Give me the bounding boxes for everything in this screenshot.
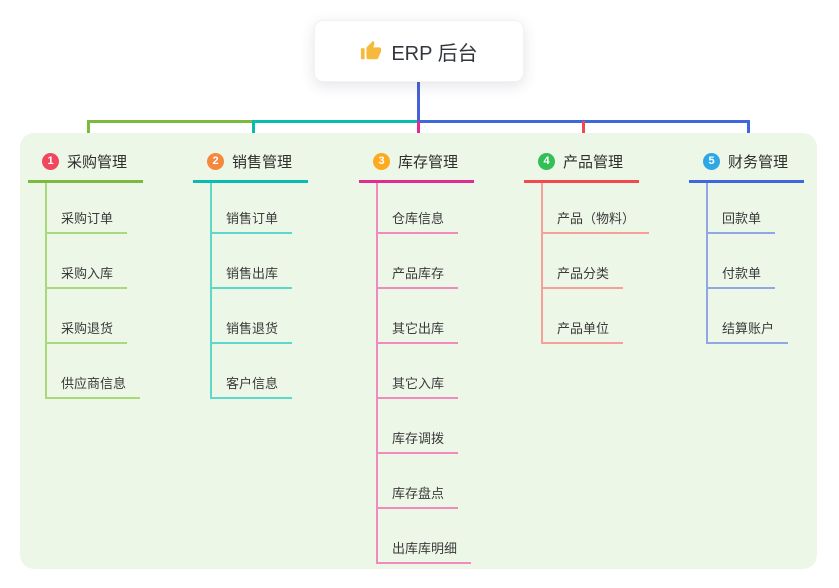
branch-number-badge: 3 — [373, 153, 390, 170]
child-node-label: 库存盘点 — [392, 486, 445, 501]
child-node[interactable]: 采购退货 — [47, 289, 128, 344]
branch-number-badge: 2 — [207, 153, 224, 170]
branch-children: 产品（物料） 产品分类产品单位 — [541, 183, 650, 344]
child-node[interactable]: 产品单位 — [543, 289, 624, 344]
root-node-label: ERP 后台 — [391, 42, 478, 65]
child-node[interactable]: 库存盘点 — [378, 454, 459, 509]
child-node[interactable]: 产品库存 — [378, 234, 459, 289]
child-node-label: 结算账户 — [722, 321, 775, 336]
child-node[interactable]: 供应商信息 — [47, 344, 141, 399]
branch-label: 库存管理 — [398, 154, 459, 171]
branch: 2 销售管理 销售订单销售出库销售退货客户信息 — [193, 147, 308, 399]
child-node-label: 销售出库 — [226, 266, 279, 281]
child-node-label: 回款单 — [722, 211, 762, 226]
branch-number-badge: 4 — [538, 153, 555, 170]
child-node[interactable]: 销售出库 — [212, 234, 293, 289]
branch: 4 产品管理 产品（物料） 产品分类产品单位 — [524, 147, 650, 344]
branch: 5 财务管理 回款单付款单结算账户 — [689, 147, 804, 344]
branch-label: 产品管理 — [563, 154, 624, 171]
child-node[interactable]: 出库库明细 — [378, 509, 472, 564]
branch-label: 销售管理 — [232, 154, 293, 171]
child-node[interactable]: 产品分类 — [543, 234, 624, 289]
child-node[interactable]: 其它出库 — [378, 289, 459, 344]
branch-header[interactable]: 3 库存管理 — [359, 147, 474, 183]
child-node[interactable]: 仓库信息 — [378, 183, 459, 234]
child-node[interactable]: 回款单 — [708, 183, 776, 234]
child-node-label: 库存调拨 — [392, 431, 445, 446]
branch-header[interactable]: 4 产品管理 — [524, 147, 639, 183]
branch-number-badge: 5 — [703, 153, 720, 170]
thumbs-up-icon — [361, 40, 382, 60]
branch-children: 销售订单销售出库销售退货客户信息 — [210, 183, 293, 399]
child-node-label: 采购退货 — [61, 321, 114, 336]
child-node[interactable]: 采购入库 — [47, 234, 128, 289]
child-node-label: 产品分类 — [557, 266, 610, 281]
child-node[interactable]: 销售订单 — [212, 183, 293, 234]
child-node[interactable]: 付款单 — [708, 234, 776, 289]
child-node-label: 供应商信息 — [61, 376, 127, 391]
child-node-label: 客户信息 — [226, 376, 279, 391]
child-node[interactable]: 库存调拨 — [378, 399, 459, 454]
child-node-label: 产品库存 — [392, 266, 445, 281]
branch-label: 财务管理 — [728, 154, 789, 171]
branch: 3 库存管理 仓库信息产品库存其它出库其它入库库存调拨库存盘点出库库明细 — [359, 147, 474, 564]
branch-children: 仓库信息产品库存其它出库其它入库库存调拨库存盘点出库库明细 — [376, 183, 472, 564]
child-node-label: 采购订单 — [61, 211, 114, 226]
child-node-label: 其它出库 — [392, 321, 445, 336]
child-node[interactable]: 客户信息 — [212, 344, 293, 399]
child-node-label: 产品单位 — [557, 321, 610, 336]
branches-panel — [20, 133, 817, 569]
child-node-label: 出库库明细 — [392, 541, 458, 556]
child-node-label: 仓库信息 — [392, 211, 445, 226]
branch-number-badge: 1 — [42, 153, 59, 170]
child-node-label: 销售订单 — [226, 211, 279, 226]
child-node[interactable]: 销售退货 — [212, 289, 293, 344]
child-node[interactable]: 产品（物料） — [543, 183, 650, 234]
branch-header[interactable]: 1 采购管理 — [28, 147, 143, 183]
child-node-label: 产品（物料） — [557, 211, 636, 226]
branch-label: 采购管理 — [67, 154, 128, 171]
branch-header[interactable]: 5 财务管理 — [689, 147, 804, 183]
root-node[interactable]: ERP 后台 — [314, 20, 524, 82]
child-node-label: 付款单 — [722, 266, 762, 281]
child-node[interactable]: 采购订单 — [47, 183, 128, 234]
branch: 1 采购管理 采购订单采购入库采购退货供应商信息 — [28, 147, 143, 399]
child-node[interactable]: 其它入库 — [378, 344, 459, 399]
branch-children: 采购订单采购入库采购退货供应商信息 — [45, 183, 141, 399]
branch-header[interactable]: 2 销售管理 — [193, 147, 308, 183]
root-connector-line — [417, 82, 420, 123]
child-node-label: 其它入库 — [392, 376, 445, 391]
child-node-label: 采购入库 — [61, 266, 114, 281]
bus-segment-mid — [252, 120, 420, 123]
child-node[interactable]: 结算账户 — [708, 289, 789, 344]
bus-segment-left — [87, 120, 255, 123]
child-node-label: 销售退货 — [226, 321, 279, 336]
branch-children: 回款单付款单结算账户 — [706, 183, 789, 344]
